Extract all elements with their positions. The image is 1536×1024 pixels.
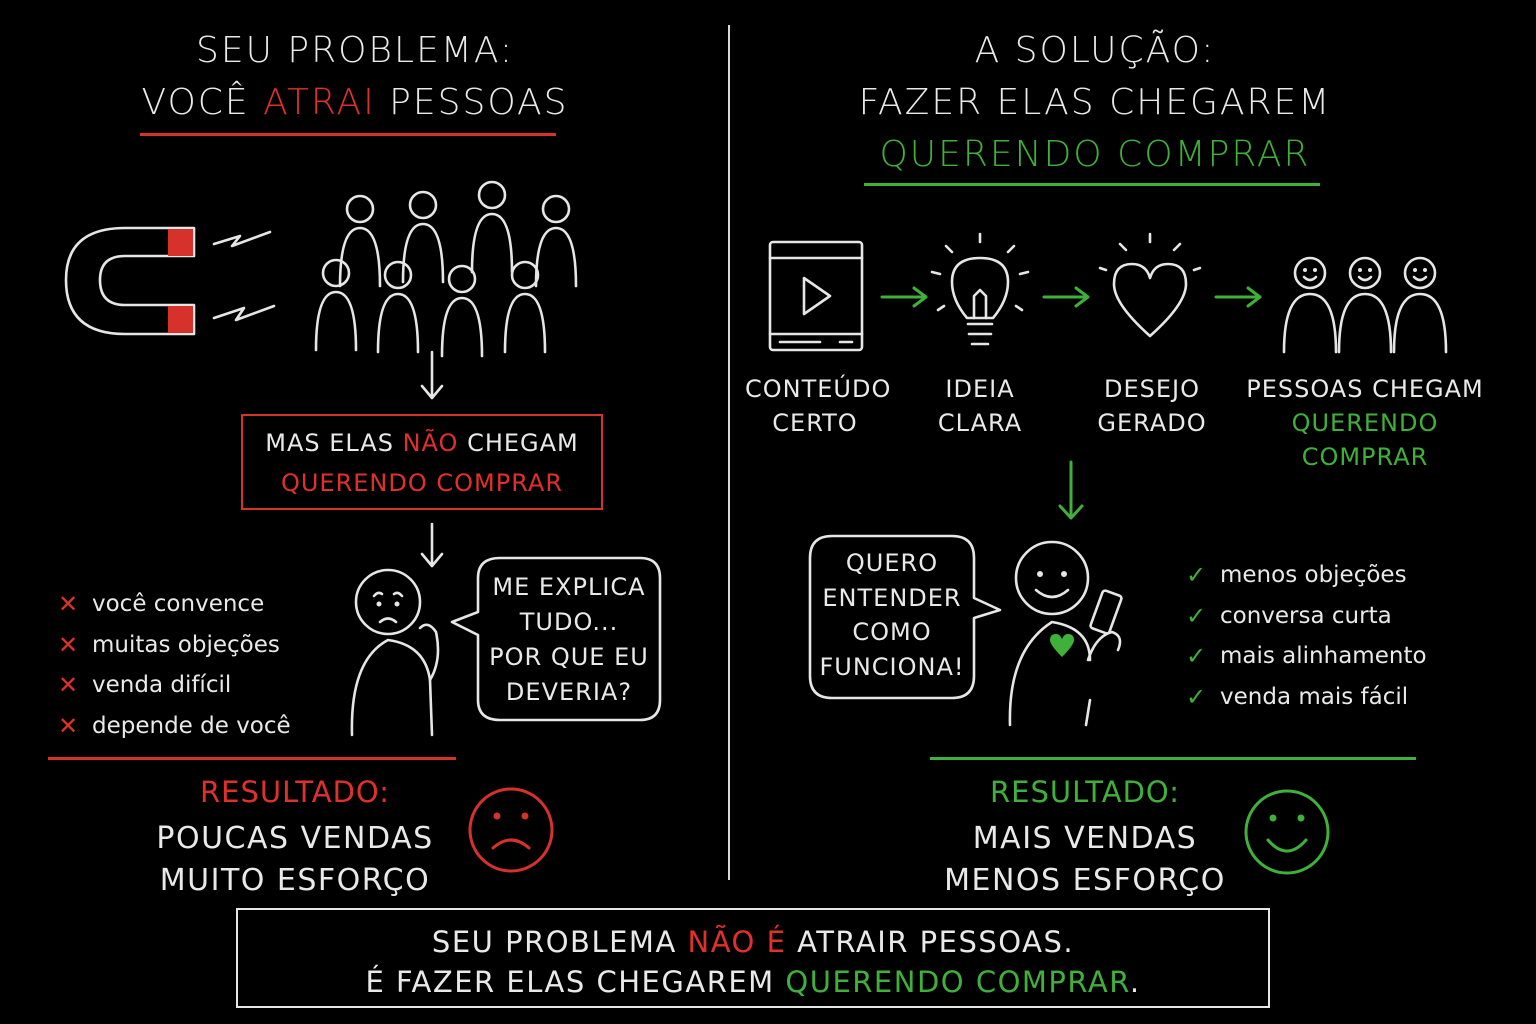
arrow-right-icon	[1214, 286, 1262, 308]
list-item: ✕venda difícil	[57, 671, 232, 699]
sad-face-icon	[468, 787, 554, 873]
list-item: ✓menos objeções	[1185, 561, 1407, 589]
left-result-divider	[48, 757, 456, 760]
list-item: ✕muitas objeções	[57, 630, 280, 659]
magnet-icon	[64, 226, 196, 336]
footer-message: SEU PROBLEMA NÃO É ATRAIR PESSOAS. É FAZ…	[236, 908, 1270, 1008]
speech-bubble	[808, 534, 1002, 700]
left-title-underline	[140, 133, 556, 136]
right-result: RESULTADO: MAIS VENDAS MENOS ESFORÇO	[944, 775, 1226, 898]
problem-list: ✕você convence ✕muitas objeções ✕venda d…	[56, 584, 291, 746]
speech-bubble	[450, 556, 662, 722]
list-item: ✓venda mais fácil	[1185, 682, 1409, 711]
right-result-divider	[930, 757, 1416, 760]
center-divider	[728, 25, 730, 880]
arrow-down-icon	[1058, 460, 1084, 520]
right-title: A SOLUÇÃO: FAZER ELAS CHEGAREM QUERENDO …	[858, 30, 1332, 175]
benefit-list: ✓menos objeções ✓conversa curta ✓mais al…	[1184, 555, 1427, 717]
no-purchase-box: MAS ELAS NÃO CHEGAM QUERENDO COMPRAR	[241, 414, 603, 510]
speech-bubble-text: QUERO ENTENDER COMO FUNCIONA!	[819, 549, 965, 681]
heart-icon	[1098, 232, 1202, 338]
list-item: ✕você convence	[57, 590, 265, 618]
speech-bubble-text: ME EXPLICA TUDO... POR QUE EU DEVERIA?	[489, 573, 649, 706]
spark-icon	[212, 230, 276, 322]
video-content-icon	[768, 240, 864, 352]
arrow-right-icon	[1042, 286, 1090, 308]
worried-person-icon	[350, 568, 440, 737]
right-title-underline	[864, 183, 1320, 186]
happy-people-icon	[1282, 256, 1448, 354]
happy-face-icon	[1244, 789, 1330, 875]
arrow-down-icon	[420, 350, 444, 400]
lightbulb-icon	[930, 232, 1030, 346]
arrow-right-icon	[880, 286, 928, 308]
left-result: RESULTADO: POUCAS VENDAS MUITO ESFORÇO	[156, 775, 434, 898]
crowd-icon	[314, 180, 578, 358]
list-item: ✕depende de você	[57, 711, 291, 740]
happy-person-icon	[1008, 540, 1123, 727]
list-item: ✓mais alinhamento	[1185, 642, 1427, 670]
left-title: SEU PROBLEMA: VOCÊ ATRAI PESSOAS	[141, 30, 569, 123]
list-item: ✓conversa curta	[1185, 601, 1392, 630]
arrow-down-icon	[420, 522, 444, 568]
